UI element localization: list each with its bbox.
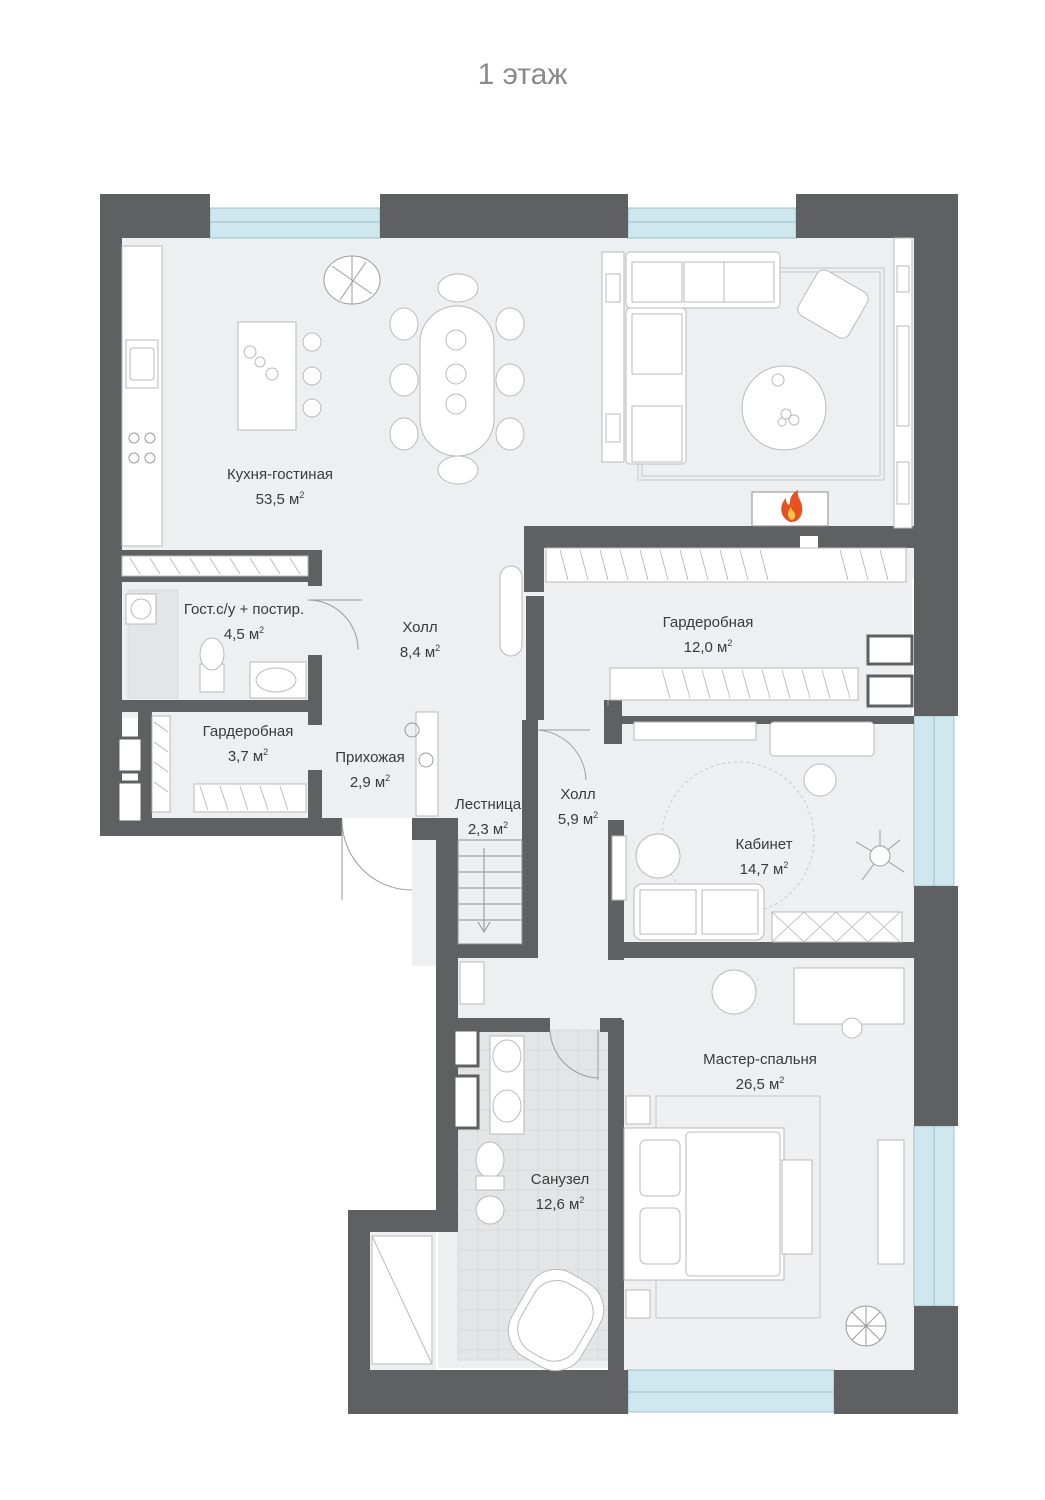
dining-table-icon <box>389 273 525 485</box>
room-label-guest-wc: Гост.с/у + постир. 4,5 м2 <box>184 600 304 645</box>
room-label-hall: Холл 8,4 м2 <box>400 618 440 663</box>
shower-icon <box>371 1235 433 1365</box>
room-label-office: Кабинет 14,7 м2 <box>735 835 792 880</box>
office-rug <box>661 761 815 915</box>
room-area: 26,5 м2 <box>735 1075 785 1093</box>
room-label-master-bedroom: Мастер-спальня 26,5 м2 <box>703 1050 817 1095</box>
room-area: 2,3 м2 <box>467 820 509 838</box>
room-label-wardrobe-small: Гардеробная 3,7 м2 <box>203 722 294 767</box>
room-name: Лестница <box>454 796 522 813</box>
room-label-wardrobe-large: Гардеробная 12,0 м2 <box>663 613 754 658</box>
room-name: Гардеробная <box>662 614 754 631</box>
kitchen-island <box>237 321 322 431</box>
kitchen-counter <box>121 245 163 547</box>
room-label-kitchen-living: Кухня-гостиная 53,5 м2 <box>227 465 333 510</box>
bedroom-furniture <box>625 967 905 1319</box>
media-console <box>601 251 625 463</box>
room-area: 5,9 м2 <box>557 810 599 828</box>
window-mullions <box>210 221 935 1393</box>
room-name: Гардеробная <box>202 723 294 740</box>
toilet-icon <box>199 637 505 1225</box>
floor-title: 1 этаж <box>477 58 568 91</box>
bathtub-icon <box>507 1268 605 1372</box>
bed-icon <box>623 1127 813 1281</box>
plant-icon <box>323 255 381 305</box>
door-swings <box>307 599 609 1080</box>
armchair-icon <box>611 833 765 941</box>
room-name: Санузел <box>530 1171 590 1188</box>
wardrobe-hatching <box>121 547 907 943</box>
room-area: 12,6 м2 <box>535 1195 585 1213</box>
stove-icon <box>128 432 156 464</box>
room-name: Гост.с/у + постир. <box>183 601 305 618</box>
stairs <box>457 839 523 945</box>
washing-machine-icon <box>125 593 157 625</box>
fireplace-flame-icon <box>781 490 803 522</box>
room-name: Прихожая <box>335 749 405 766</box>
hall-bench <box>415 565 523 817</box>
washer-stack <box>459 961 485 1005</box>
shafts <box>116 634 914 1130</box>
plant-icon <box>855 830 905 881</box>
sofa-icon <box>625 251 781 465</box>
room-area: 8,4 м2 <box>399 643 441 661</box>
walls <box>100 194 958 1414</box>
tv-wall <box>893 237 913 529</box>
room-label-bathroom: Санузел 12,6 м2 <box>531 1170 589 1215</box>
room-label-hall-2: Холл 5,9 м2 <box>558 785 598 830</box>
desk <box>633 721 875 797</box>
hatch-lines <box>129 549 901 943</box>
armchair-icon <box>797 269 869 339</box>
room-name: Кабинет <box>735 836 793 853</box>
coffee-table <box>741 365 827 451</box>
room-area: 12,0 м2 <box>683 638 733 656</box>
room-area: 53,5 м2 <box>255 490 305 508</box>
room-label-stairs: Лестница 2,3 м2 <box>455 795 521 840</box>
room-name: Мастер-спальня <box>703 1051 817 1068</box>
room-area: 3,7 м2 <box>227 747 269 765</box>
room-name: Холл <box>560 786 596 803</box>
room-name: Кухня-гостиная <box>226 466 334 483</box>
room-area: 14,7 м2 <box>739 860 789 878</box>
room-label-entrance: Прихожая 2,9 м2 <box>335 748 405 793</box>
sink-icon <box>249 661 525 1135</box>
bicycle-icon <box>404 722 434 768</box>
plant-icon <box>845 1305 887 1347</box>
room-name: Холл <box>402 619 438 636</box>
room-area: 4,5 м2 <box>223 625 265 643</box>
room-area: 2,9 м2 <box>349 773 391 791</box>
